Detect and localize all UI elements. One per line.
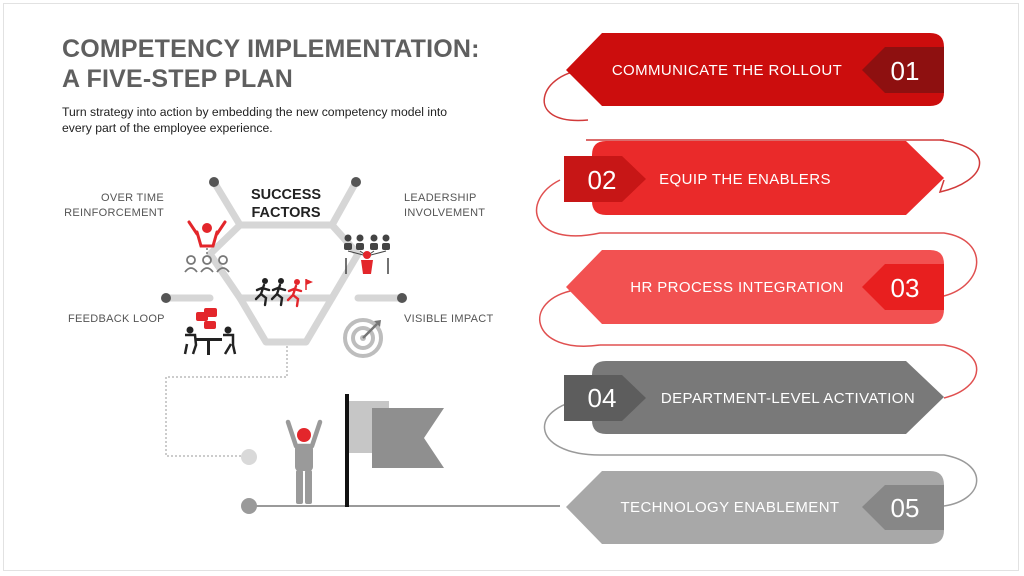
flag-icon [345, 394, 444, 507]
step-3: HR PROCESS INTEGRATION 03 [566, 250, 944, 324]
step-4-number: 04 [588, 383, 617, 413]
step-4: DEPARTMENT-LEVEL ACTIVATION 04 [564, 361, 944, 434]
over-time-reinforcement-label-2: REINFORCEMENT [64, 206, 164, 221]
dotted-connector [165, 342, 288, 457]
step-4-badge [564, 375, 646, 421]
step-1-arrow [566, 33, 944, 106]
step-3-badge [862, 264, 944, 310]
leadership-hierarchy-icon [344, 234, 390, 274]
network-nodes [161, 177, 407, 303]
hexagon-network [162, 178, 406, 346]
subtitle: Turn strategy into action by embedding t… [62, 105, 448, 135]
success-factors-line-2: FACTORS [251, 205, 321, 221]
title-line-1: COMPETENCY IMPLEMENTATION: [62, 35, 480, 63]
meeting-icon [183, 308, 237, 355]
over-time-line-1: OVER TIME [100, 192, 164, 204]
step-1: COMMUNICATE THE ROLLOUT 01 [566, 33, 944, 106]
success-factors-line-1: SUCCESS [250, 187, 322, 203]
person-raising-arms-icon [285, 419, 323, 504]
step-4-label: DEPARTMENT-LEVEL ACTIVATION [661, 390, 915, 407]
target-icon [343, 318, 383, 358]
visible-impact-label: VISIBLE IMPACT [404, 313, 494, 325]
step-4-arrow [592, 361, 944, 434]
slide-frame [3, 3, 1019, 571]
presenter-icon [184, 220, 230, 273]
step-connectors [535, 69, 981, 507]
runners-icon [254, 278, 313, 308]
leadership-line-1: LEADERSHIP [404, 192, 477, 204]
page-title: COMPETENCY IMPLEMENTATION: A FIVE-STEP P… [62, 34, 480, 94]
step-3-arrow [566, 250, 944, 324]
step-5-number: 05 [891, 493, 920, 523]
over-time-reinforcement-label: OVER TIME [98, 191, 164, 206]
leadership-line-2: INVOLVEMENT [404, 207, 486, 219]
step-2: EQUIP THE ENABLERS 02 [564, 141, 944, 215]
leadership-involvement-label: LEADERSHIP INVOLVEMENT [404, 191, 485, 221]
step-2-badge [564, 156, 646, 202]
step-5-label: TECHNOLOGY ENABLEMENT [620, 499, 839, 516]
step-5-arrow [566, 471, 944, 544]
success-factors-title: SUCCESS FACTORS [240, 186, 332, 222]
step-1-label: COMMUNICATE THE ROLLOUT [612, 62, 842, 79]
step-3-label: HR PROCESS INTEGRATION [630, 279, 844, 296]
road-start-dot [241, 498, 257, 514]
step-3-number: 03 [891, 273, 920, 303]
step-2-number: 02 [588, 165, 617, 195]
path-dot [241, 449, 257, 465]
step-1-number: 01 [891, 56, 920, 86]
step-2-label: EQUIP THE ENABLERS [659, 171, 831, 188]
over-time-line-2: REINFORCEMENT [64, 207, 164, 219]
step-5-badge [862, 485, 944, 530]
step-2-arrow [592, 141, 944, 215]
step-5: TECHNOLOGY ENABLEMENT 05 [566, 471, 944, 544]
step-1-badge [862, 47, 944, 93]
title-line-2: A FIVE-STEP PLAN [62, 65, 294, 93]
feedback-loop-label: FEEDBACK LOOP [68, 313, 165, 325]
